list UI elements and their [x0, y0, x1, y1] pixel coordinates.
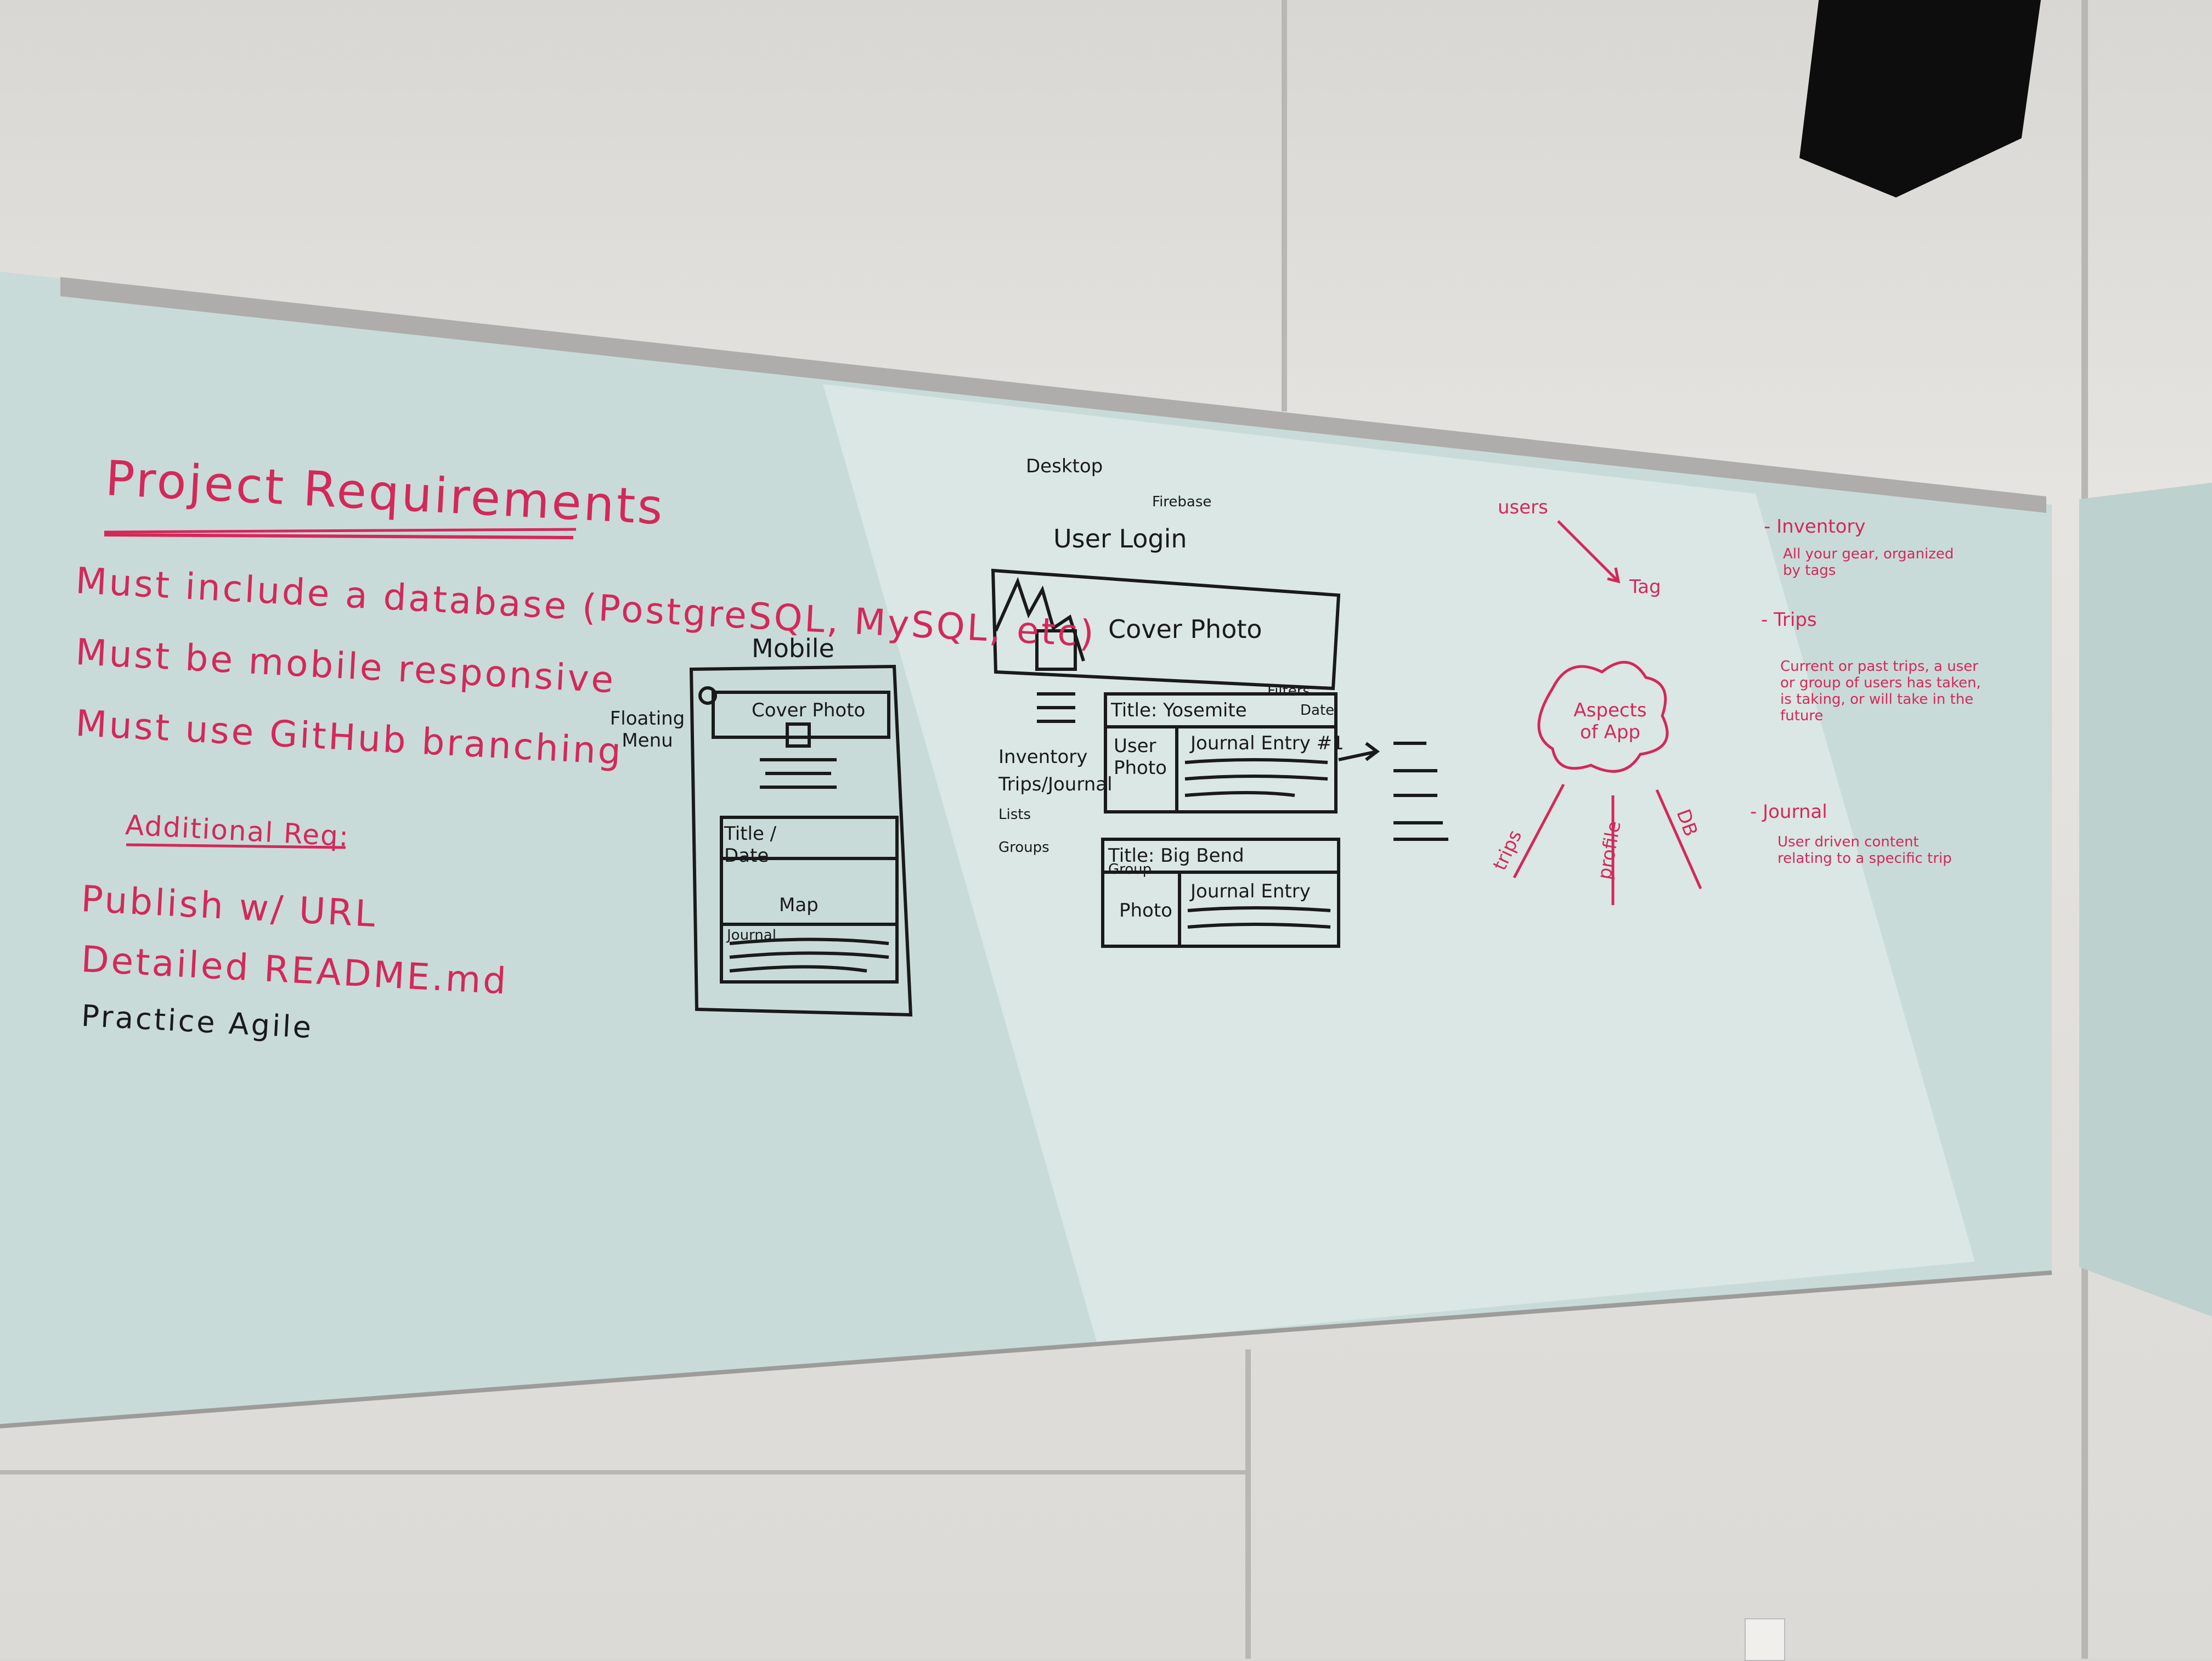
mobile-wireframe-sketch: [689, 664, 913, 1017]
mobile-title-date-label: Title / Date: [724, 823, 777, 867]
nav-item: Lists: [998, 806, 1031, 823]
note-journal-body: User driven content relating to a specif…: [1778, 834, 1952, 867]
title-underline: [104, 533, 574, 539]
card1-title: Title: Yosemite: [1111, 699, 1247, 721]
card2-subtitle: Group: [1108, 861, 1152, 878]
card1-user-photo: User Photo: [1114, 735, 1167, 779]
user-login-label: User Login: [1053, 524, 1187, 553]
mobile-journal-label: Journal: [727, 927, 776, 944]
mobile-title: Mobile: [752, 634, 834, 663]
wall-seam-horizontal: [0, 1470, 1251, 1474]
card2-photo: Photo: [1119, 900, 1172, 922]
desktop-cover-photo-label: Cover Photo: [1108, 614, 1262, 644]
aspects-center: Aspects of App: [1573, 699, 1647, 743]
note-journal-title: - Journal: [1750, 801, 1827, 823]
filters-label: Filters: [1267, 683, 1310, 699]
wall-outlet: [1745, 1618, 1785, 1661]
nav-item: Groups: [998, 839, 1049, 856]
aspects-users: users: [1498, 496, 1548, 518]
desktop-wireframe-sketch: [991, 568, 1448, 948]
firebase-label: Firebase: [1152, 494, 1212, 510]
card2-journal: Journal Entry: [1190, 880, 1311, 902]
aspects-tag: Tag: [1629, 576, 1661, 598]
card1-journal: Journal Entry #1: [1190, 732, 1344, 754]
marker-rail: [60, 277, 2046, 513]
mobile-cover-photo-label: Cover Photo: [752, 699, 866, 721]
wall-seam-vertical: [1245, 1349, 1251, 1659]
aspects-diagram: [104, 520, 1702, 905]
card2-title: Title: Big Bend: [1108, 845, 1244, 867]
note-trips-title: - Trips: [1761, 609, 1817, 631]
wall-seam-vertical: [1282, 0, 1287, 411]
card1-subtitle: Date: [1300, 702, 1335, 719]
floating-menu-label: Floating Menu: [610, 708, 685, 752]
note-inventory-title: - Inventory: [1764, 516, 1866, 538]
note-inventory-body: All your gear, organized by tags: [1783, 546, 1954, 579]
additional-underline: [126, 843, 346, 849]
note-trips-body: Current or past trips, a user or group o…: [1780, 658, 1981, 724]
mobile-map-label: Map: [779, 894, 819, 916]
side-glass-surface: [2079, 483, 2212, 1317]
nav-item: Inventory: [998, 746, 1088, 768]
desktop-title: Desktop: [1026, 455, 1103, 477]
nav-item: Trips/Journal: [998, 773, 1113, 795]
